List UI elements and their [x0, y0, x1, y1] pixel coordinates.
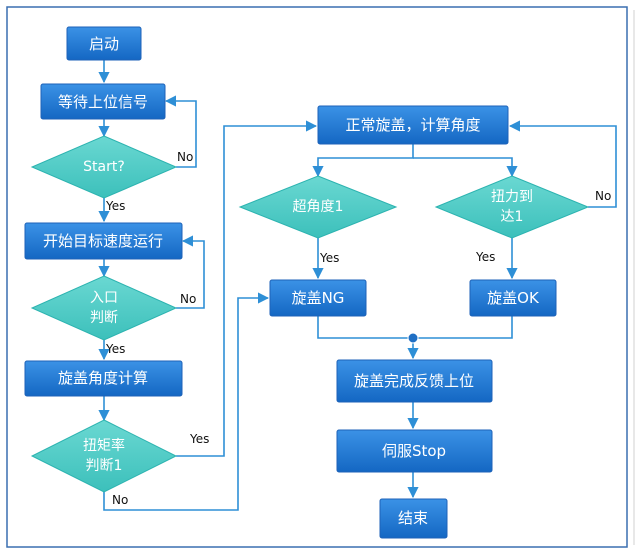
label-start-yes: Yes [105, 199, 125, 213]
node-normal-cap-label: 正常旋盖，计算角度 [345, 116, 480, 134]
node-feedback-label: 旋盖完成反馈上位 [354, 372, 474, 390]
arrow-torquerate-no [103, 292, 270, 511]
node-run-speed-label: 开始目标速度运行 [43, 232, 163, 250]
node-over-angle: 超角度1 [238, 175, 398, 239]
arrow-torquerate-yes [176, 120, 318, 457]
node-end-label: 结束 [398, 509, 428, 527]
node-torque-rate-label-1: 扭矩率 [83, 437, 125, 454]
node-torque-reach-label-2: 达1 [501, 209, 524, 225]
arrow-entry-no-loop [176, 235, 205, 309]
node-normal-cap: 正常旋盖，计算角度 [317, 105, 509, 145]
node-cap-ng-label: 旋盖NG [292, 289, 345, 307]
label-entry-no: No [180, 292, 196, 306]
arrow-startcheck-no-loop [164, 95, 197, 168]
node-wait-signal: 等待上位信号 [40, 83, 166, 120]
node-run-speed: 开始目标速度运行 [24, 222, 183, 260]
node-feedback: 旋盖完成反馈上位 [336, 359, 493, 403]
label-torque-rate-no: No [112, 493, 128, 507]
merge-junction [407, 332, 419, 344]
node-cap-ng: 旋盖NG [269, 279, 367, 317]
node-start-check-label: Start? [83, 159, 125, 175]
label-torque-reach-no: No [595, 189, 611, 203]
node-start: 启动 [66, 26, 142, 61]
node-over-angle-label: 超角度1 [293, 199, 344, 215]
arrow-normal-to-overangle [312, 144, 414, 178]
label-torque-rate-yes: Yes [189, 432, 209, 446]
node-calc-angle-label: 旋盖角度计算 [58, 369, 148, 387]
node-start-check: Start? [30, 135, 178, 199]
node-start-label: 启动 [89, 35, 119, 53]
node-servo-stop: 伺服Stop [336, 429, 493, 473]
node-wait-signal-label: 等待上位信号 [58, 93, 148, 111]
node-torque-rate-label-2: 判断1 [86, 458, 123, 474]
node-entry-check-label-2: 判断 [90, 310, 118, 326]
node-servo-stop-label: 伺服Stop [382, 442, 446, 460]
arrow-normal-to-torquereach [413, 157, 518, 178]
node-cap-ok-label: 旋盖OK [487, 289, 540, 307]
label-start-no: No [177, 150, 193, 164]
node-cap-ok: 旋盖OK [469, 279, 557, 317]
node-torque-rate: 扭矩率 判断1 [30, 419, 178, 493]
node-torque-reach: 扭力到 达1 [434, 175, 590, 239]
node-torque-reach-label-1: 扭力到 [491, 189, 533, 205]
connectors [98, 60, 617, 511]
label-over-angle-yes: Yes [319, 251, 339, 265]
label-entry-yes: Yes [105, 342, 125, 356]
node-entry-check-label-1: 入口 [90, 290, 118, 306]
node-end: 结束 [379, 498, 448, 539]
node-calc-angle: 旋盖角度计算 [24, 360, 183, 397]
arrow-torquereach-no-loop [508, 120, 617, 208]
label-torque-reach-yes: Yes [475, 250, 495, 264]
node-entry-check: 入口 判断 [30, 275, 178, 341]
